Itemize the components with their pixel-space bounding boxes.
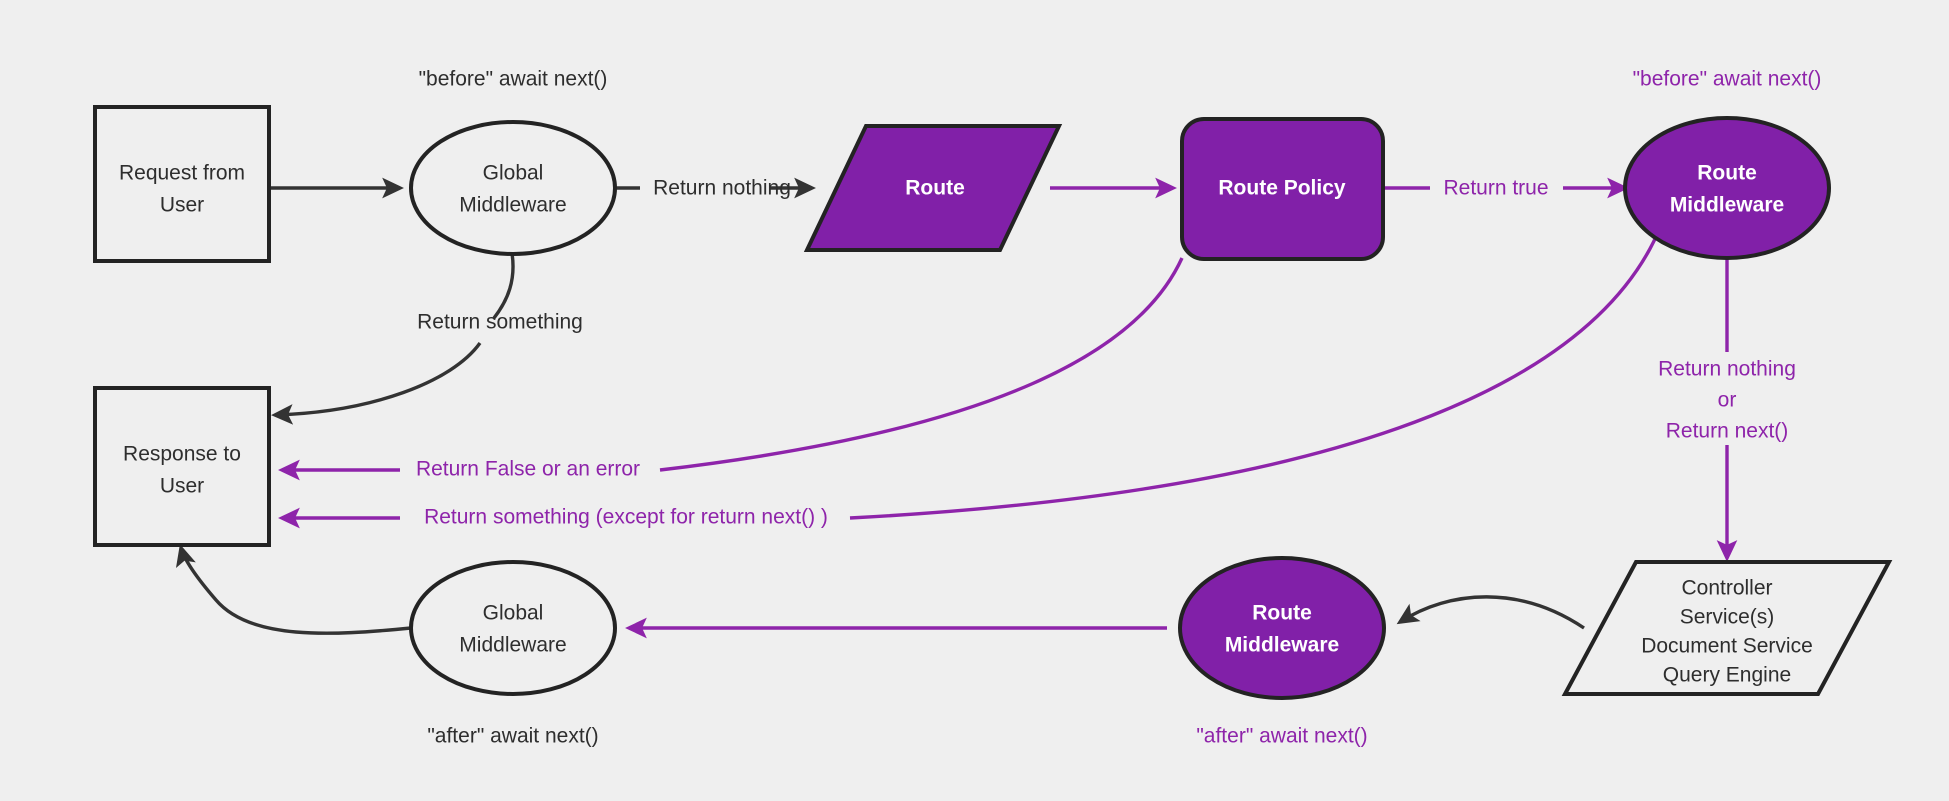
label-return-nothing-purple: Return nothing (1658, 358, 1796, 381)
node-route-middleware-bottom[interactable] (1178, 556, 1386, 700)
node-request-line2: User (160, 194, 204, 217)
node-controller-line3: Document Service (1641, 635, 1813, 658)
node-global-middleware-top[interactable] (409, 120, 617, 256)
label-return-true: Return true (1443, 177, 1548, 200)
edge-label-return-something-to-response (271, 342, 482, 425)
label-return-something-dark: Return something (417, 311, 583, 334)
edge-controller-to-route-middleware-bottom (1396, 595, 1585, 630)
node-global-middleware-bottom-line2: Middleware (459, 634, 566, 657)
node-global-middleware-bottom-line1: Global (483, 602, 544, 625)
label-return-next-purple: Return next() (1666, 420, 1789, 443)
edge-route-policy-to-label-return-false (659, 257, 1184, 472)
node-controller-line2: Service(s) (1680, 606, 1775, 629)
node-controller-line1: Controller (1681, 577, 1772, 600)
label-after-await-next-global: "after" await next() (427, 725, 598, 748)
label-after-await-next-route: "after" await next() (1196, 725, 1367, 748)
node-route-middleware-top-line1: Route (1697, 162, 1757, 185)
label-return-something-except-next: Return something (except for return next… (424, 506, 828, 529)
label-before-await-next-global: "before" await next() (419, 68, 608, 91)
node-controller-stack[interactable] (1561, 560, 1893, 696)
node-response-line1: Response to (123, 443, 241, 466)
node-route-middleware-bottom-line1: Route (1252, 602, 1312, 625)
edge-global-middleware-bottom-to-response (175, 544, 412, 635)
node-route-middleware-top-line2: Middleware (1670, 194, 1784, 217)
node-global-middleware-bottom[interactable] (409, 560, 617, 696)
node-route-middleware-bottom-line2: Middleware (1225, 634, 1339, 657)
node-route-policy-label: Route Policy (1218, 177, 1346, 200)
node-global-middleware-top-line2: Middleware (459, 194, 566, 217)
node-response-line2: User (160, 475, 204, 498)
node-route-middleware-top[interactable] (1623, 116, 1831, 260)
node-request-from-user[interactable] (93, 105, 271, 263)
node-controller-line4: Query Engine (1663, 664, 1791, 687)
label-or: or (1718, 389, 1737, 412)
node-request-line1: Request from (119, 162, 245, 185)
label-before-await-next-route: "before" await next() (1633, 68, 1822, 91)
edge-global-middleware-to-label-return-something (492, 252, 515, 320)
node-route[interactable] (803, 124, 1063, 252)
node-route-label: Route (905, 177, 965, 200)
label-return-nothing-dark: Return nothing (653, 177, 791, 200)
node-route-policy[interactable] (1180, 117, 1385, 261)
node-response-to-user[interactable] (93, 386, 271, 547)
label-return-false-or-error: Return False or an error (416, 458, 640, 481)
edge-route-middleware-to-label-return-something-except (849, 227, 1662, 520)
node-global-middleware-top-line1: Global (483, 162, 544, 185)
